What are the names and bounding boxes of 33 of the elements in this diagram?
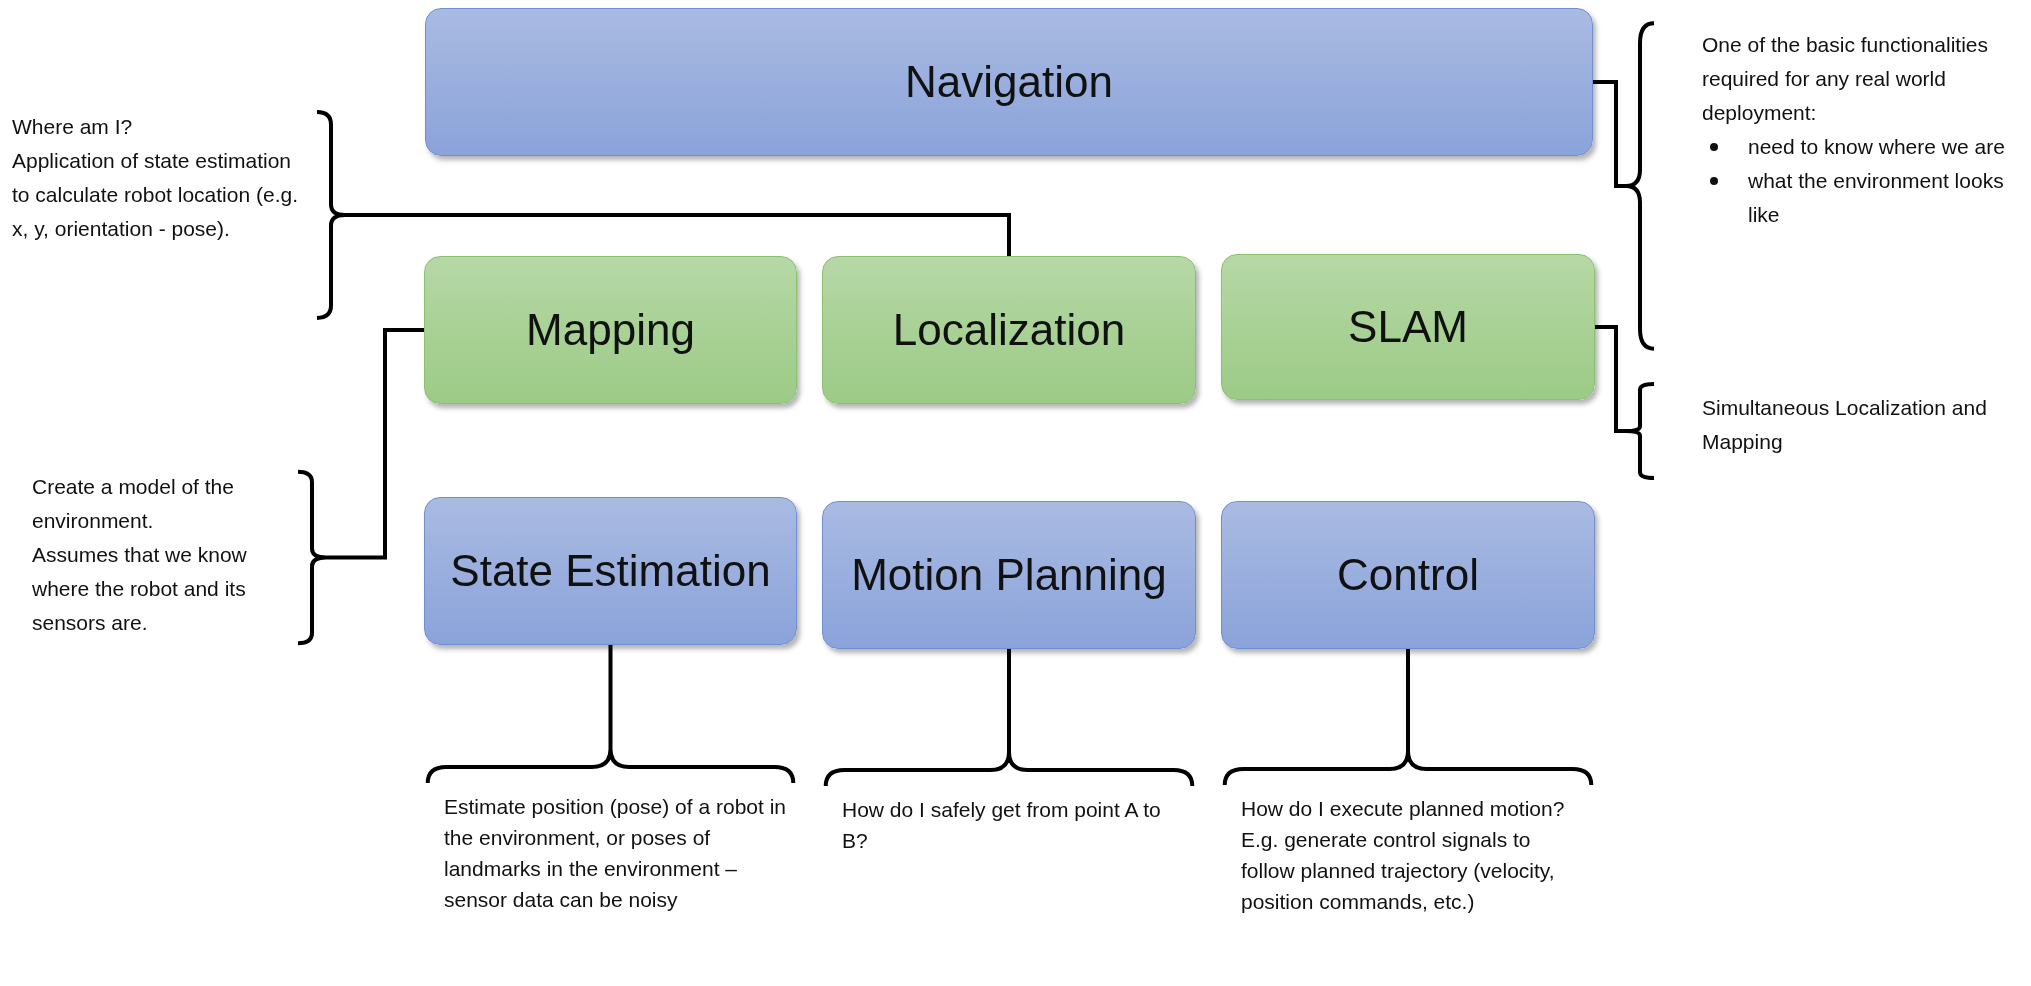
box-label: Localization [892, 304, 1126, 356]
annotation-text: How do I execute planned motion? [1241, 796, 1566, 822]
annotation-text: need to know where we are [1748, 134, 2005, 160]
annotation-text: Create a model of the environment. [32, 474, 235, 534]
box-label: SLAM [1348, 301, 1468, 353]
box-label: State Estimation [450, 545, 771, 597]
annotation-text: what the environment looks like [1748, 168, 2005, 228]
connector-line [1593, 80, 1626, 188]
process-box [822, 256, 1196, 404]
connector-line [345, 213, 1011, 256]
annotation-text: Estimate position (pose) of a robot in the environment, or poses of landmarks in the environment – sensor data can be noisy [444, 794, 787, 913]
connector-line [1007, 649, 1011, 752]
connector-line [608, 645, 613, 749]
annotation-text: Where am I? [12, 114, 134, 140]
annotation-text: One of the basic functionalities required for any real world deployment: [1702, 32, 1989, 126]
process-box [1221, 254, 1595, 400]
box-label: Navigation [905, 56, 1113, 108]
annotation-text: Simultaneous Localization and Mapping [1702, 395, 1988, 455]
annotation-text: How do I safely get from point A to B? [842, 797, 1162, 854]
process-box [424, 497, 797, 645]
annotation-text: Application of state estimation to calculate robot location (e.g. x, y, orientation - pose). [12, 148, 299, 242]
annotation-text: E.g. generate control signals to follow planned trajectory (velocity, position commands, etc.) [1241, 827, 1556, 915]
box-label: Motion Planning [851, 549, 1167, 601]
connector-line [1406, 649, 1410, 751]
connector-line [1595, 325, 1626, 433]
box-label: Control [1337, 549, 1479, 601]
process-box [425, 8, 1593, 156]
connector-line [326, 328, 424, 560]
box-label: Mapping [526, 304, 695, 356]
process-box [1221, 501, 1595, 649]
process-box [822, 501, 1196, 649]
process-box [424, 256, 797, 404]
annotation-text: Assumes that we know where the robot and its sensors are. [32, 542, 248, 636]
